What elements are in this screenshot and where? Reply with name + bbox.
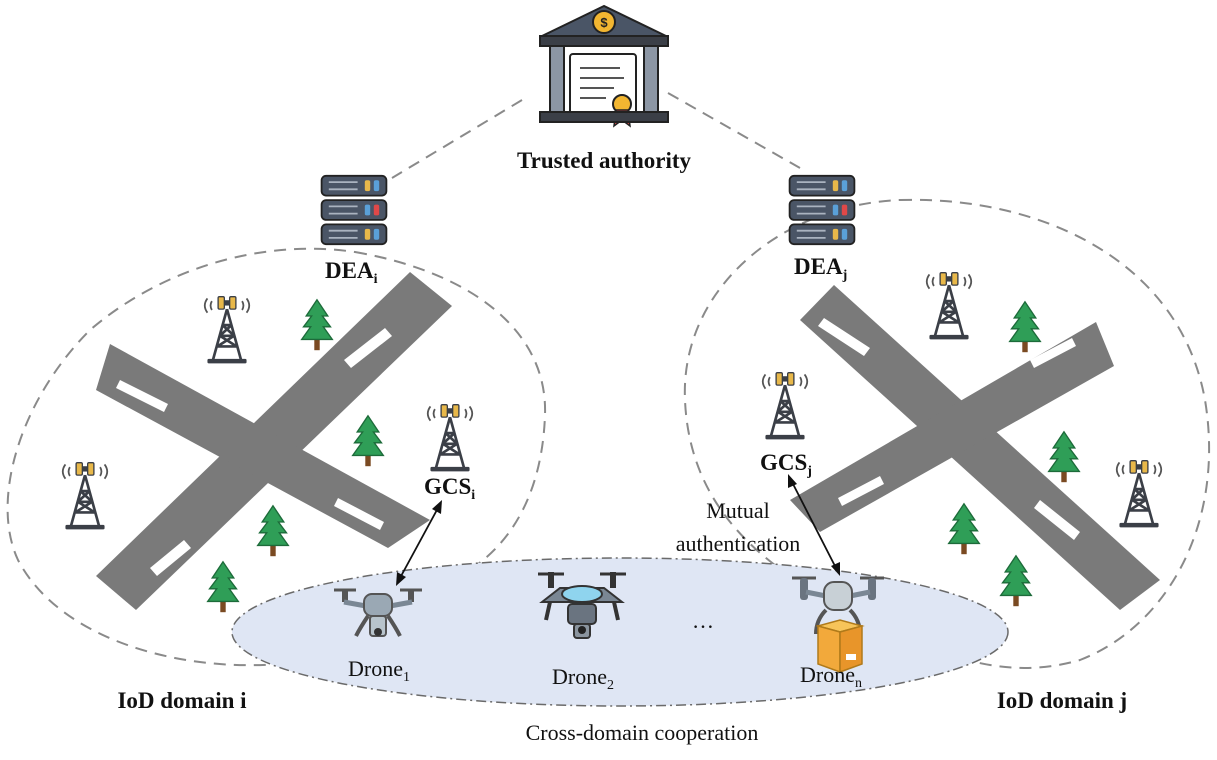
domain-j-boundary xyxy=(683,198,1211,669)
domain-i-label: IoD domain i xyxy=(117,688,247,713)
domain-j-label: IoD domain j xyxy=(997,688,1127,713)
gcs-j-label: GCSj xyxy=(760,450,812,479)
dea-j-label: DEAj xyxy=(794,254,847,283)
cross-domain-label: Cross-domain cooperation xyxy=(526,720,759,745)
domain-i-boundary xyxy=(6,247,547,667)
tree-icon xyxy=(1047,431,1081,483)
mutual-auth-arrow-j xyxy=(788,474,840,576)
road-crossing-i xyxy=(96,272,452,610)
drone-1-label: Drone1 xyxy=(348,656,410,685)
tree-icon xyxy=(206,561,240,613)
road-crossing-j xyxy=(790,285,1160,610)
ellipsis-label: … xyxy=(692,608,714,633)
cell-tower-icon xyxy=(426,403,474,473)
gcs-i-label: GCSi xyxy=(424,474,475,503)
cell-tower-icon xyxy=(1115,459,1163,529)
cell-tower-icon xyxy=(61,461,109,531)
bank-icon: $ xyxy=(539,4,669,128)
cell-tower-icon xyxy=(203,295,251,365)
mutual-auth-arrow-i xyxy=(396,500,442,586)
tree-icon xyxy=(1008,301,1042,353)
mutual-label-line1: Mutual xyxy=(706,498,770,523)
link-ta-dea-i xyxy=(391,99,523,179)
link-ta-dea-j xyxy=(667,92,801,169)
tree-icon xyxy=(300,299,334,351)
svg-text:$: $ xyxy=(600,15,608,30)
cell-tower-icon xyxy=(925,271,973,341)
tree-icon xyxy=(999,555,1033,607)
tree-icon xyxy=(351,415,385,467)
dea-i-label: DEAi xyxy=(325,258,378,287)
cell-tower-icon xyxy=(761,371,809,441)
tree-icon xyxy=(256,505,290,557)
drone-n-label: Dronen xyxy=(800,662,862,691)
server-icon xyxy=(788,174,856,246)
trusted-authority-label: Trusted authority xyxy=(517,148,691,173)
drone-icon xyxy=(538,572,626,639)
tree-icon xyxy=(947,503,981,555)
server-icon xyxy=(320,174,388,246)
mutual-label-line2: authentication xyxy=(676,531,801,556)
package-icon xyxy=(815,619,865,674)
drone-icon xyxy=(334,588,422,637)
drone-2-label: Drone2 xyxy=(552,664,614,693)
drone-icon xyxy=(792,576,884,635)
cross-domain-region xyxy=(231,557,1009,707)
